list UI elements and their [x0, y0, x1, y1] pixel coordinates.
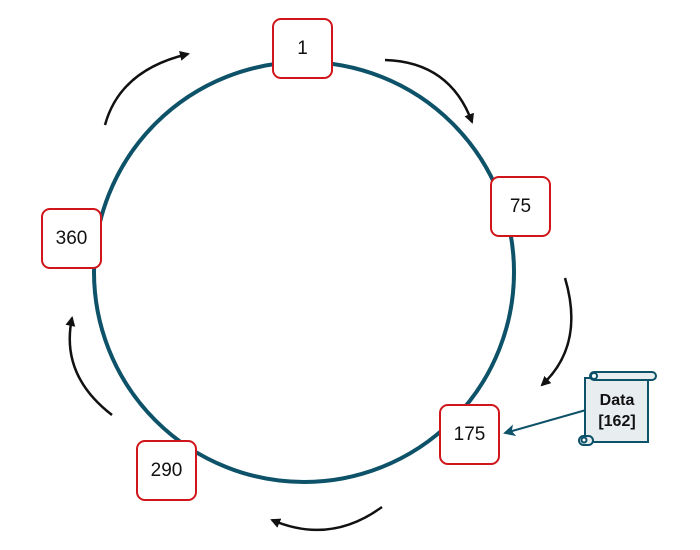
data-item-key: [162] [598, 413, 636, 430]
data-item-title: Data [599, 392, 635, 409]
rotation-arrow-top-right [384, 58, 474, 124]
node-360: 360 [41, 208, 102, 269]
scroll-icon [578, 371, 657, 446]
data-mapping-arrow [503, 409, 587, 437]
data-item-label: Data [162] [586, 390, 648, 432]
rotation-arrow-right [540, 277, 573, 387]
node-1: 1 [272, 18, 333, 79]
node-175: 175 [439, 404, 500, 465]
rotation-arrow-bottom [270, 505, 383, 532]
rotation-arrow-top-left [103, 50, 190, 126]
rotation-arrow-left [65, 316, 113, 416]
node-290: 290 [136, 440, 197, 501]
node-75: 75 [490, 176, 551, 237]
